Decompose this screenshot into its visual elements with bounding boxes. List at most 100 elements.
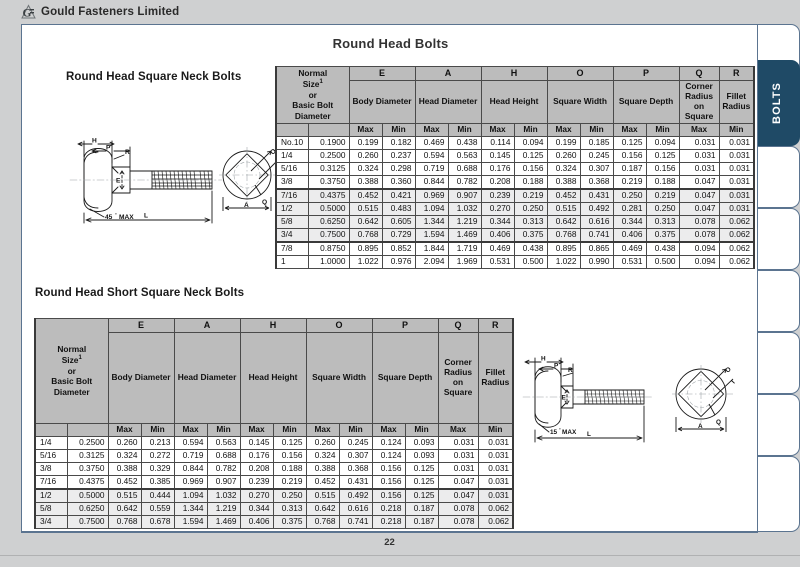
svg-text:O: O	[724, 366, 733, 374]
cell-value: 0.047	[678, 188, 720, 203]
tab-slot-6[interactable]	[757, 394, 800, 456]
g-monogram-logo-icon: G	[21, 4, 36, 20]
cell-value: 0.469	[414, 136, 449, 150]
cell-basic-diameter: 0.3750	[66, 462, 109, 476]
cell-value: 0.324	[348, 162, 383, 176]
header-name-square-depth: Square Depth	[612, 80, 680, 124]
cell-value: 0.344	[480, 215, 515, 229]
cell-value: 0.094	[678, 255, 720, 269]
section-heading-square-neck: Round Head Square Neck Bolts	[66, 71, 242, 83]
cell-basic-diameter: 0.8750	[307, 241, 350, 256]
cell-value: 1.032	[447, 202, 482, 216]
tab-slot-4[interactable]	[757, 270, 800, 332]
cell-value: 0.895	[546, 241, 581, 256]
cell-value: 0.375	[513, 228, 548, 243]
cell-value: 0.605	[381, 215, 416, 229]
tab-bolts[interactable]: BOLTS	[755, 60, 800, 146]
table-header-letters: Normal Size1 or Basic Bolt Diameter E A …	[275, 66, 756, 124]
cell-value: 0.313	[513, 215, 548, 229]
header2-name-head-height: Head Height	[239, 332, 307, 424]
cell-value: 0.782	[447, 175, 482, 190]
svg-text:°: °	[559, 427, 561, 432]
svg-text:R: R	[125, 149, 130, 156]
cell-value: 0.388	[348, 175, 383, 190]
svg-text:R: R	[568, 367, 573, 374]
cell-value: 0.031	[718, 162, 756, 176]
header-max-H: Max	[480, 123, 515, 137]
header-min-A: Min	[447, 123, 482, 137]
tab-slot-2[interactable]	[757, 146, 800, 208]
cell-value: 1.594	[173, 515, 208, 529]
cell-value: 0.976	[381, 255, 416, 269]
cell-value: 0.594	[414, 149, 449, 163]
table2-header-names: Body Diameter Head Diameter Head Height …	[35, 332, 515, 424]
table-header-names: Body Diameter Head Diameter Head Height …	[276, 80, 756, 124]
cell-value: 0.156	[645, 162, 680, 176]
cell-value: 0.563	[447, 149, 482, 163]
header2-name-fillet-radius: Fillet Radius	[477, 332, 515, 424]
header-min-R: Min	[718, 123, 756, 137]
cell-value: 0.185	[579, 136, 614, 150]
svg-text:L: L	[587, 431, 591, 438]
header2-name-head-diameter: Head Diameter	[173, 332, 241, 424]
cell-value: 0.344	[612, 215, 647, 229]
cell-value: 0.531	[480, 255, 515, 269]
cell-value: 0.047	[437, 475, 479, 490]
cell-nominal-size: 1/2	[275, 202, 309, 216]
cell-value: 0.125	[404, 462, 439, 476]
cell-value: 0.307	[579, 162, 614, 176]
header-letter-P: P	[612, 66, 680, 81]
cell-value: 0.031	[678, 136, 720, 150]
table-short-square-neck: Normal Size1 or Basic Bolt Diameter E A …	[34, 318, 515, 529]
cell-nominal-size: 7/16	[34, 475, 68, 490]
cell-value: 0.219	[513, 188, 548, 203]
svg-text:O: O	[269, 148, 278, 157]
header2-letter-P: P	[371, 318, 439, 333]
cell-value: 0.907	[447, 188, 482, 203]
header-minmax-spacer-1	[275, 123, 309, 137]
cell-value: 0.642	[348, 215, 383, 229]
cell-value: 0.469	[480, 241, 515, 256]
svg-text:°: °	[115, 212, 117, 217]
header-max-Q: Max	[678, 123, 720, 137]
footer-divider	[21, 532, 758, 533]
cell-value: 0.250	[645, 202, 680, 216]
cell-value: 0.492	[579, 202, 614, 216]
cell-value: 0.062	[477, 502, 515, 516]
cell-value: 0.187	[612, 162, 647, 176]
cell-value: 0.616	[579, 215, 614, 229]
cell-value: 1.469	[447, 228, 482, 243]
cell-value: 0.500	[513, 255, 548, 269]
tab-slot-5[interactable]	[757, 332, 800, 394]
cell-value: 0.031	[678, 162, 720, 176]
cell-value: 0.078	[437, 502, 479, 516]
header2-min-P: Min	[404, 423, 439, 437]
tab-slot-7[interactable]	[757, 456, 800, 532]
cell-value: 0.678	[140, 515, 175, 529]
cell-value: 0.245	[579, 149, 614, 163]
tab-slot-3[interactable]	[757, 208, 800, 270]
cell-value: 0.094	[513, 136, 548, 150]
cell-basic-diameter: 0.3125	[307, 162, 350, 176]
cell-value: 0.062	[718, 241, 756, 256]
cell-value: 0.188	[272, 462, 307, 476]
cell-value: 0.245	[338, 436, 373, 450]
cell-basic-diameter: 0.4375	[66, 475, 109, 490]
cell-value: 0.031	[477, 462, 515, 476]
cell-value: 0.388	[546, 175, 581, 190]
cell-value: 0.438	[645, 241, 680, 256]
cell-value: 0.031	[477, 488, 515, 503]
brand-bar: G Gould Fasteners Limited	[0, 0, 800, 24]
cell-value: 0.895	[348, 241, 383, 256]
cell-value: 0.324	[546, 162, 581, 176]
svg-text:45: 45	[105, 214, 113, 221]
cell-value: 0.500	[645, 255, 680, 269]
cell-value: 0.219	[612, 175, 647, 190]
cell-basic-diameter: 0.7500	[66, 515, 109, 529]
cell-nominal-size: 3/4	[34, 515, 68, 529]
cell-value: 0.125	[645, 149, 680, 163]
